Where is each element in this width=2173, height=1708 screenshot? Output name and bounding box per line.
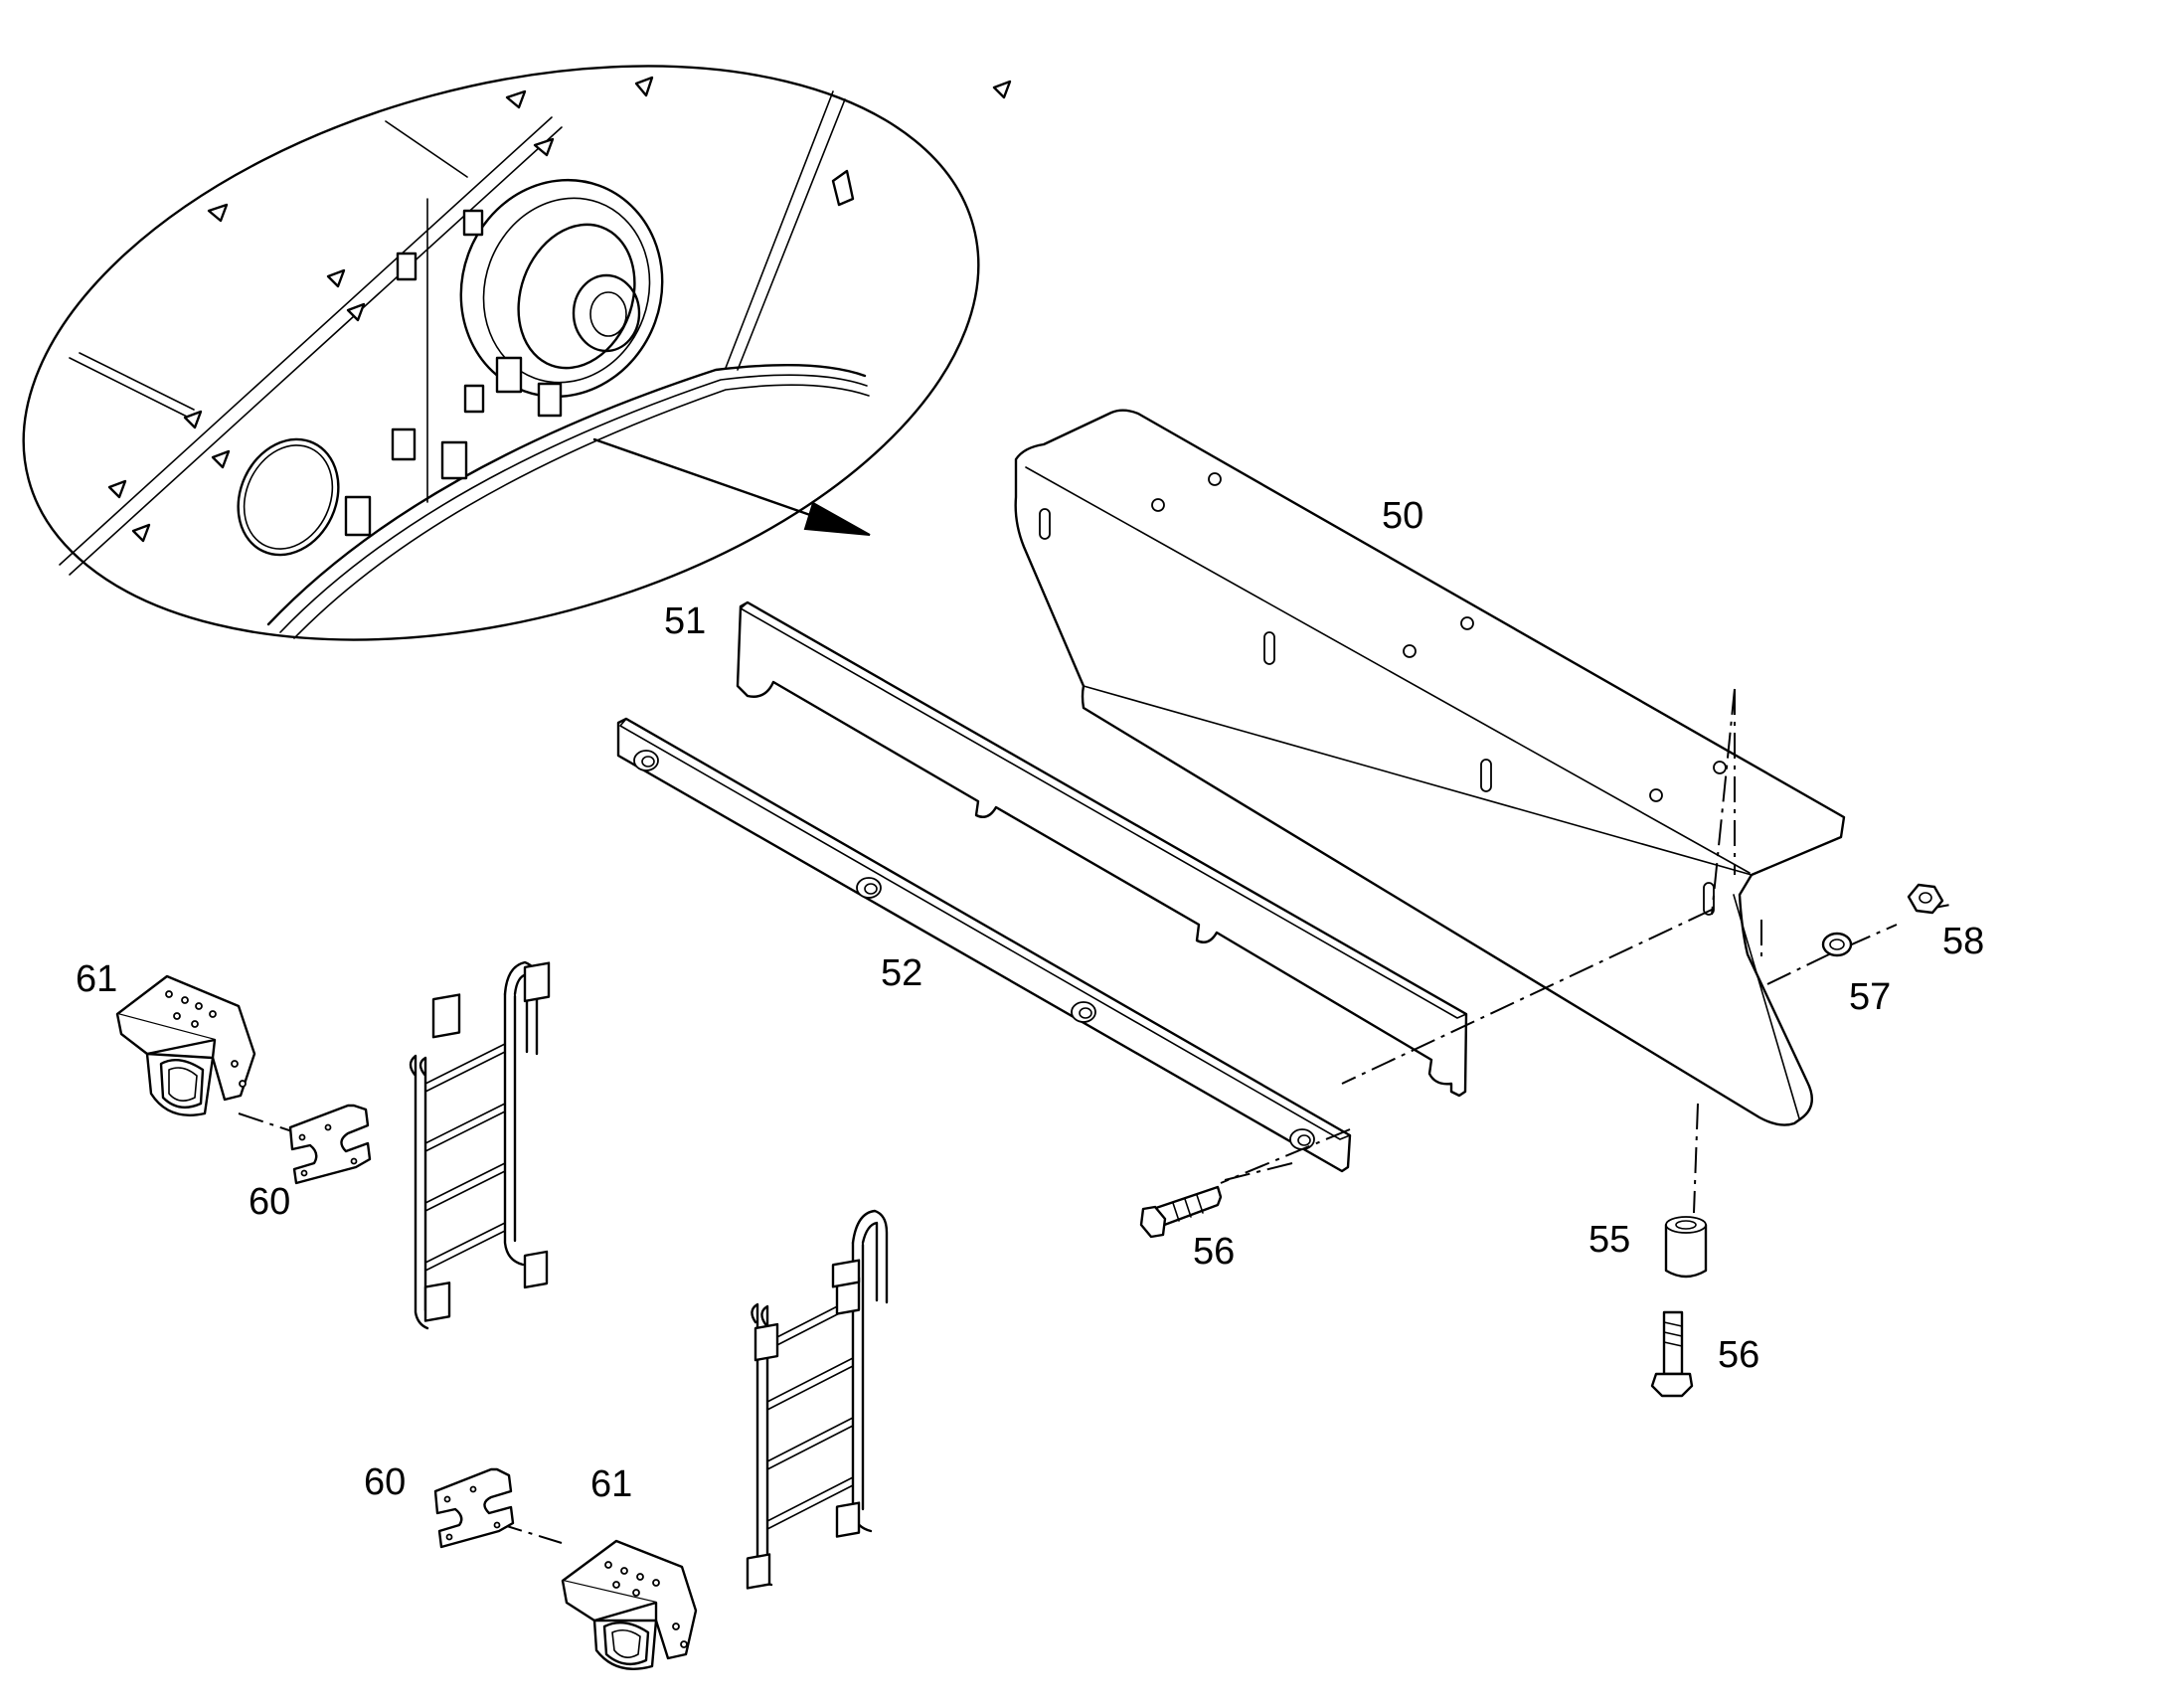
- part-50-bracket: [1014, 409, 1846, 1126]
- callout-51: 51: [664, 600, 707, 642]
- callout-56-vertical-bolt: 56: [1718, 1334, 1760, 1376]
- detail-plates: [344, 209, 563, 537]
- arrow-head-icon: [803, 501, 871, 536]
- part-56-bolt-vertical: [1650, 1310, 1694, 1398]
- step-ladder-right: [746, 1209, 889, 1590]
- step-ladder-left: [409, 960, 551, 1330]
- callout-58: 58: [1942, 921, 1985, 962]
- detail-clips: [107, 76, 1012, 543]
- callout-57: 57: [1849, 976, 1892, 1018]
- cone-hub: [459, 178, 664, 399]
- callout-52: 52: [881, 952, 923, 994]
- callout-60-upper: 60: [249, 1181, 291, 1223]
- part-52-rubber-strip: [616, 717, 1352, 1173]
- callout-56-horizontal-bolt: 56: [1193, 1231, 1236, 1273]
- part-60-plate-lower: [433, 1467, 515, 1549]
- part-60-plate-upper: [288, 1104, 372, 1185]
- callout-61-upper: 61: [76, 958, 118, 1000]
- part-55-sleeve: [1664, 1216, 1708, 1279]
- callout-61-lower: 61: [590, 1463, 633, 1505]
- callout-60-lower: 60: [364, 1461, 407, 1503]
- detail-view-ellipse: [22, 65, 1012, 641]
- part-56-bolt-horizontal: [1139, 1185, 1223, 1239]
- part-57-washer: [1821, 932, 1853, 957]
- rubber-studs: [633, 750, 1315, 1150]
- callout-55: 55: [1588, 1219, 1631, 1261]
- part-58-nut: [1907, 883, 1944, 915]
- part-61-lamp-housing-lower: [561, 1539, 698, 1670]
- part-51-spacer-bar: [736, 600, 1468, 1098]
- part-61-lamp-housing-upper: [115, 974, 256, 1116]
- callout-50: 50: [1382, 495, 1424, 537]
